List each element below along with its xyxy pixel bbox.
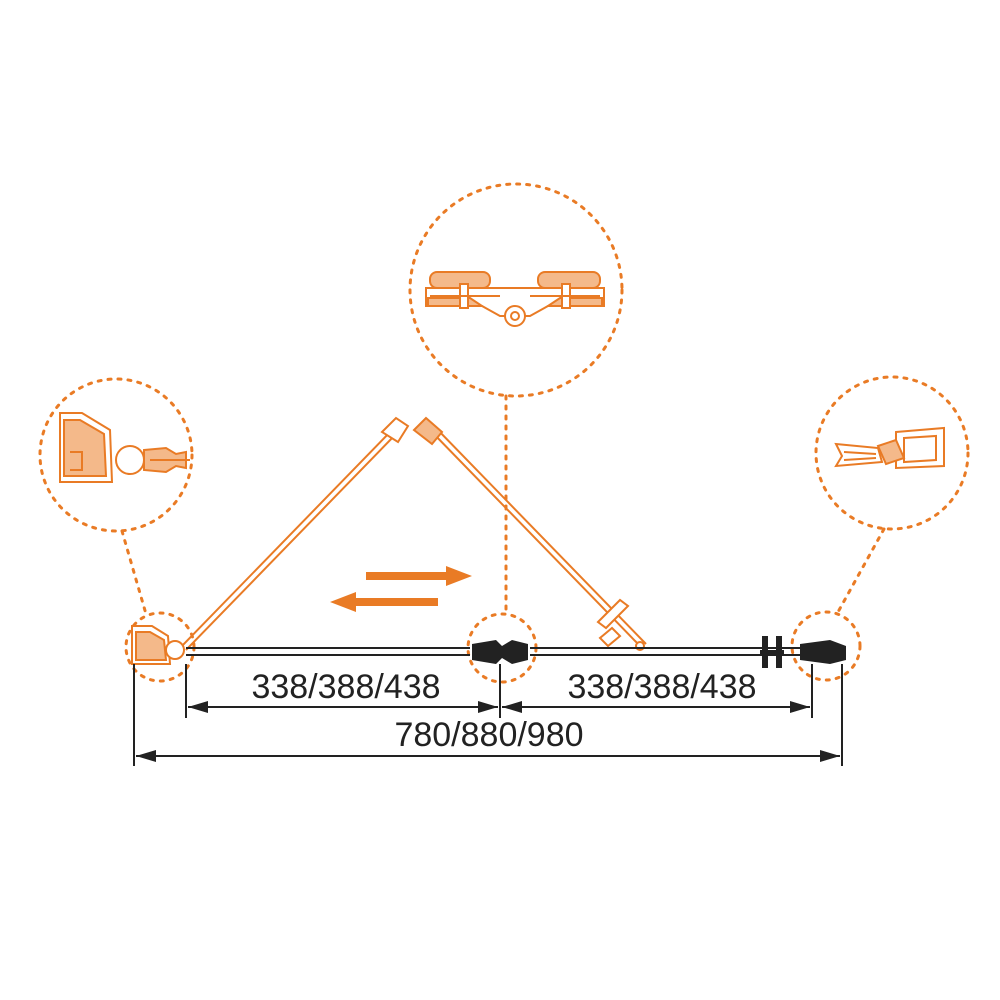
detail-circles (38, 182, 970, 684)
left-wall-profile-detail (59, 412, 190, 483)
left-leader (120, 529, 148, 616)
closed-right-seal (800, 640, 846, 664)
right-wall-small-circle (790, 610, 862, 682)
left-detail-circle (38, 377, 194, 533)
center-clamp-base-hatch (427, 297, 603, 307)
open-door-leaves (179, 416, 647, 651)
opening-direction-arrows (330, 566, 472, 612)
open-fold-hinge-right (412, 416, 444, 446)
right-magnet-strip (876, 438, 906, 466)
detail-leaders (120, 394, 886, 616)
right-leader (836, 527, 886, 614)
right-seal-profile (834, 442, 884, 468)
center-detail-circle (408, 182, 624, 398)
right-wall-magnet-detail (834, 426, 945, 470)
right-detail-circle (814, 375, 970, 531)
open-right-leaf-line-b (433, 425, 647, 645)
open-left-arrow (330, 592, 438, 612)
right-leaf-dimension-label: 338/388/438 (567, 668, 756, 706)
open-fold-hinge-left (380, 416, 410, 444)
left-profile-slot (70, 451, 83, 471)
open-right-leaf-line-a (429, 429, 641, 647)
open-left-leaf-line-a (179, 429, 393, 649)
center-pivot-pin-inner (510, 311, 520, 321)
dimension-lines: 338/388/438 338/388/438 780/880/980 (133, 664, 843, 766)
closed-center-hinge (472, 640, 528, 664)
closed-door (131, 625, 846, 668)
overall-dimension-label: 780/880/980 (394, 716, 583, 754)
left-leaf-dimension-label: 338/388/438 (251, 668, 440, 706)
left-profile-hatch (63, 419, 108, 477)
right-wall-profile-inner (903, 434, 937, 464)
left-wall-small-knuckle (165, 640, 185, 660)
closed-handle (760, 636, 784, 668)
left-hinge-knuckle (115, 445, 145, 475)
open-left-leaf-line-b (185, 433, 397, 651)
right-seal-lines (843, 451, 877, 461)
open-right-arrow (366, 566, 472, 586)
open-handle (596, 598, 630, 648)
center-hinge-detail (425, 271, 605, 327)
